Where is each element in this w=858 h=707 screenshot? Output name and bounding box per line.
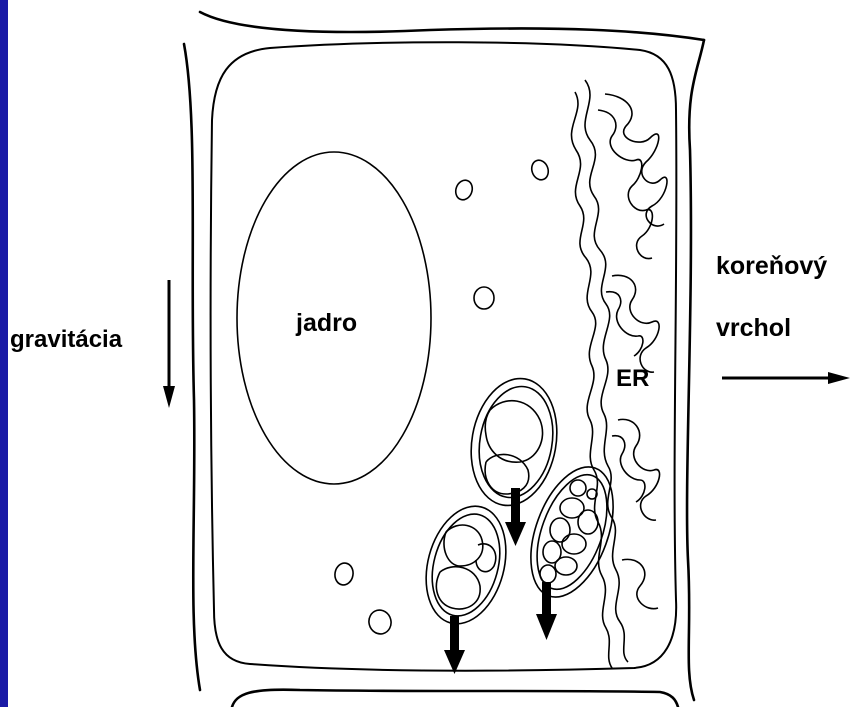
cell-wall [184,12,704,707]
nucleus-label: jadro [296,311,357,336]
statolith-amyloplast-3 [515,456,629,608]
root-tip-label-line2: vrchol [716,316,791,341]
small-vesicles [333,158,551,637]
statolith-amyloplast-2 [414,497,518,633]
root-tip-label-line1: koreňový [716,254,827,279]
er-label: ER [616,367,649,391]
plasma-membrane [211,42,677,670]
gravity-label: gravitácia [10,328,122,352]
gravity-arrow-icon [163,280,175,408]
root-tip-arrow-icon [722,372,850,384]
